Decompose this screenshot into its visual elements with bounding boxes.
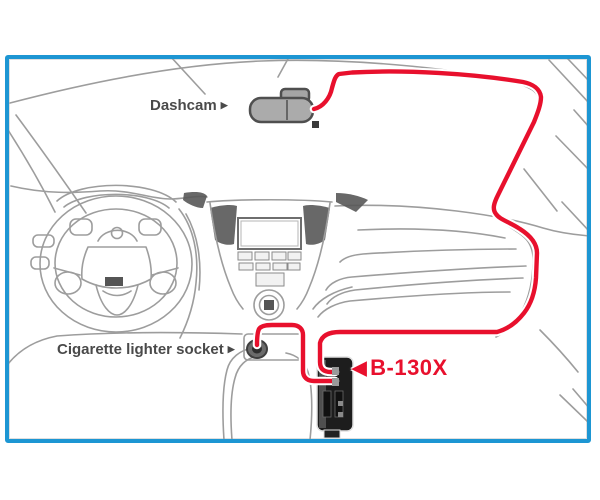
mirror-mount-lines [171, 59, 289, 95]
dashcam-label: Dashcam ▶ [150, 97, 228, 114]
b130x-label: ◀ B-130X [352, 355, 448, 381]
dashboard-contour-lines [9, 185, 587, 423]
dashcam-device [248, 87, 319, 128]
side-window-lines-right [523, 59, 587, 230]
turn-signal-stalk [32, 234, 55, 248]
power-cable-socket-to-battery [252, 320, 340, 386]
center-stack [183, 192, 368, 321]
head-unit-buttons [237, 251, 302, 287]
socket-label-text: Cigarette lighter socket [57, 341, 224, 358]
control-knob [253, 289, 285, 321]
dashcam-pointer-icon: ▶ [220, 100, 228, 110]
head-unit-screen [237, 217, 302, 250]
wiper-stalk [30, 256, 50, 270]
dashcam-label-text: Dashcam [150, 97, 217, 114]
dashcam-mount-dot [312, 121, 319, 128]
cigarette-lighter-socket-label: Cigarette lighter socket ▶ [57, 341, 235, 358]
power-cable-dashcam-to-battery [309, 67, 546, 377]
b130x-pointer-icon: ◀ [352, 357, 368, 379]
socket-pointer-icon: ▶ [227, 344, 235, 354]
b130x-label-text: B-130X [370, 355, 448, 380]
battery-pack-ports [332, 367, 339, 386]
steering-wheel [30, 195, 193, 333]
a-pillar-left [9, 114, 87, 214]
battery-pack-tab [323, 429, 341, 439]
